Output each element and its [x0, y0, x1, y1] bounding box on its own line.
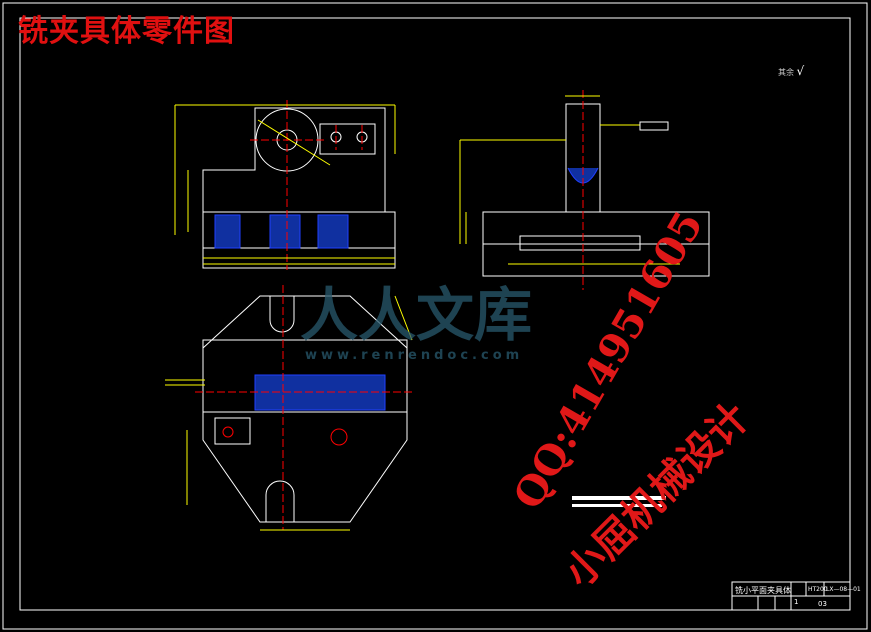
tech-notes-bars — [572, 496, 666, 507]
watermark-logo: 人人文库 — [300, 281, 533, 349]
title-block — [731, 581, 851, 611]
drawing-title: 铣夹具体零件图 — [18, 14, 235, 49]
sheet-number: 03 — [818, 600, 827, 608]
roughness-label: 其余 — [778, 68, 794, 77]
material: HT200 — [808, 586, 828, 593]
side-view — [459, 90, 710, 290]
quantity: 1 — [794, 598, 799, 606]
roughness-symbol-icon: √ — [796, 64, 805, 78]
roughness-note: 其余 √ — [778, 64, 804, 78]
part-name: 铣小平面夹具体 — [735, 586, 791, 595]
top-view — [165, 285, 415, 531]
watermark-url: www.renrendoc.com — [305, 348, 524, 363]
drawing-number: LX—08—01 — [826, 586, 861, 593]
front-view — [174, 100, 396, 270]
inner-frame — [19, 17, 851, 611]
